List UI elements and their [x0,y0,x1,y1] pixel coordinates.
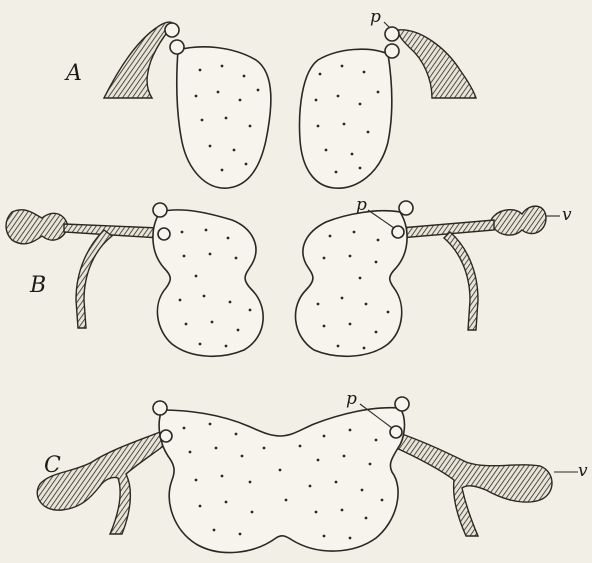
panel-c-ganglion [160,430,172,442]
panel-b-left-descending-nerve [76,230,112,328]
panel-c-right-nerve [392,432,552,536]
panel-a-left-lobe [177,47,271,188]
panel-a-p-label: p [370,7,381,27]
panel-b-ganglion [153,203,167,217]
panel-b-ganglion [158,228,170,240]
panel-a-ganglion [385,27,399,41]
panel-a-ganglion [385,44,399,58]
panel-a-left-root [104,22,174,98]
panel-a-right-root [398,30,476,98]
panel-b-p-label: p [356,195,367,215]
panel-b: p v B [6,195,572,356]
panel-a-right-lobe [300,49,392,188]
panel-a-p-pointer [384,22,390,28]
panel-a-ganglion [170,40,184,54]
panel-b-right-lobe [296,211,408,357]
panel-c-p-label: p [346,389,357,409]
panel-b-ganglion [399,201,413,215]
panel-a: p A [64,7,476,188]
panel-b-label: B [29,273,46,298]
panel-b-right-bulbs [491,206,546,235]
panel-c-left-nerve [37,432,166,534]
panel-b-right-descending-nerve [444,232,478,330]
panel-a-label: A [64,61,82,86]
panel-c-label: C [44,453,61,478]
panel-c-ganglion [153,401,167,415]
panel-b-left-bulbs [6,210,68,244]
panel-c-ganglion [395,397,409,411]
panel-c-v-label: v [578,461,588,481]
panel-b-v-label: v [562,205,572,225]
panel-a-ganglion [165,23,179,37]
panel-c: p v C [37,389,588,553]
